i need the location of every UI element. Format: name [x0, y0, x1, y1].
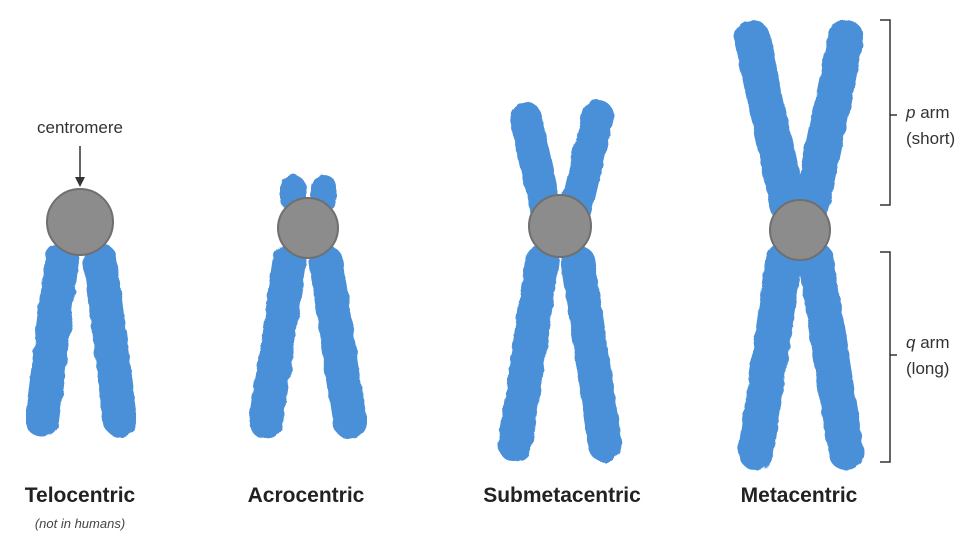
chromatid — [515, 116, 605, 445]
acrocentric-label: Acrocentric — [248, 484, 365, 508]
centromere — [47, 189, 113, 255]
q-arm-label: q arm (long) — [906, 330, 949, 382]
p-arm-bracket — [880, 20, 897, 205]
centromere — [278, 198, 338, 258]
submetacentric-chromosome — [515, 116, 605, 445]
chromatid — [42, 260, 120, 420]
telocentric-chromosome — [42, 189, 120, 420]
telocentric-label: Telocentric — [25, 484, 135, 508]
centromere — [770, 200, 830, 260]
metacentric-label: Metacentric — [741, 484, 858, 508]
p-arm-word: arm — [920, 103, 949, 122]
q-arm-bracket — [880, 252, 897, 462]
acrocentric-chromosome — [266, 188, 350, 422]
q-arm-word: arm — [920, 333, 949, 352]
submetacentric-label: Submetacentric — [483, 484, 641, 508]
p-arm-detail: (short) — [906, 126, 955, 152]
p-arm-label: p arm (short) — [906, 100, 955, 152]
telocentric-note: (not in humans) — [35, 516, 125, 531]
centromere-arrow — [75, 146, 85, 187]
metacentric-chromosome — [752, 38, 846, 452]
q-arm-letter: q — [906, 333, 915, 352]
centromere-label: centromere — [37, 118, 123, 138]
p-arm-letter: p — [906, 103, 915, 122]
centromere — [529, 195, 591, 257]
q-arm-detail: (long) — [906, 356, 949, 382]
